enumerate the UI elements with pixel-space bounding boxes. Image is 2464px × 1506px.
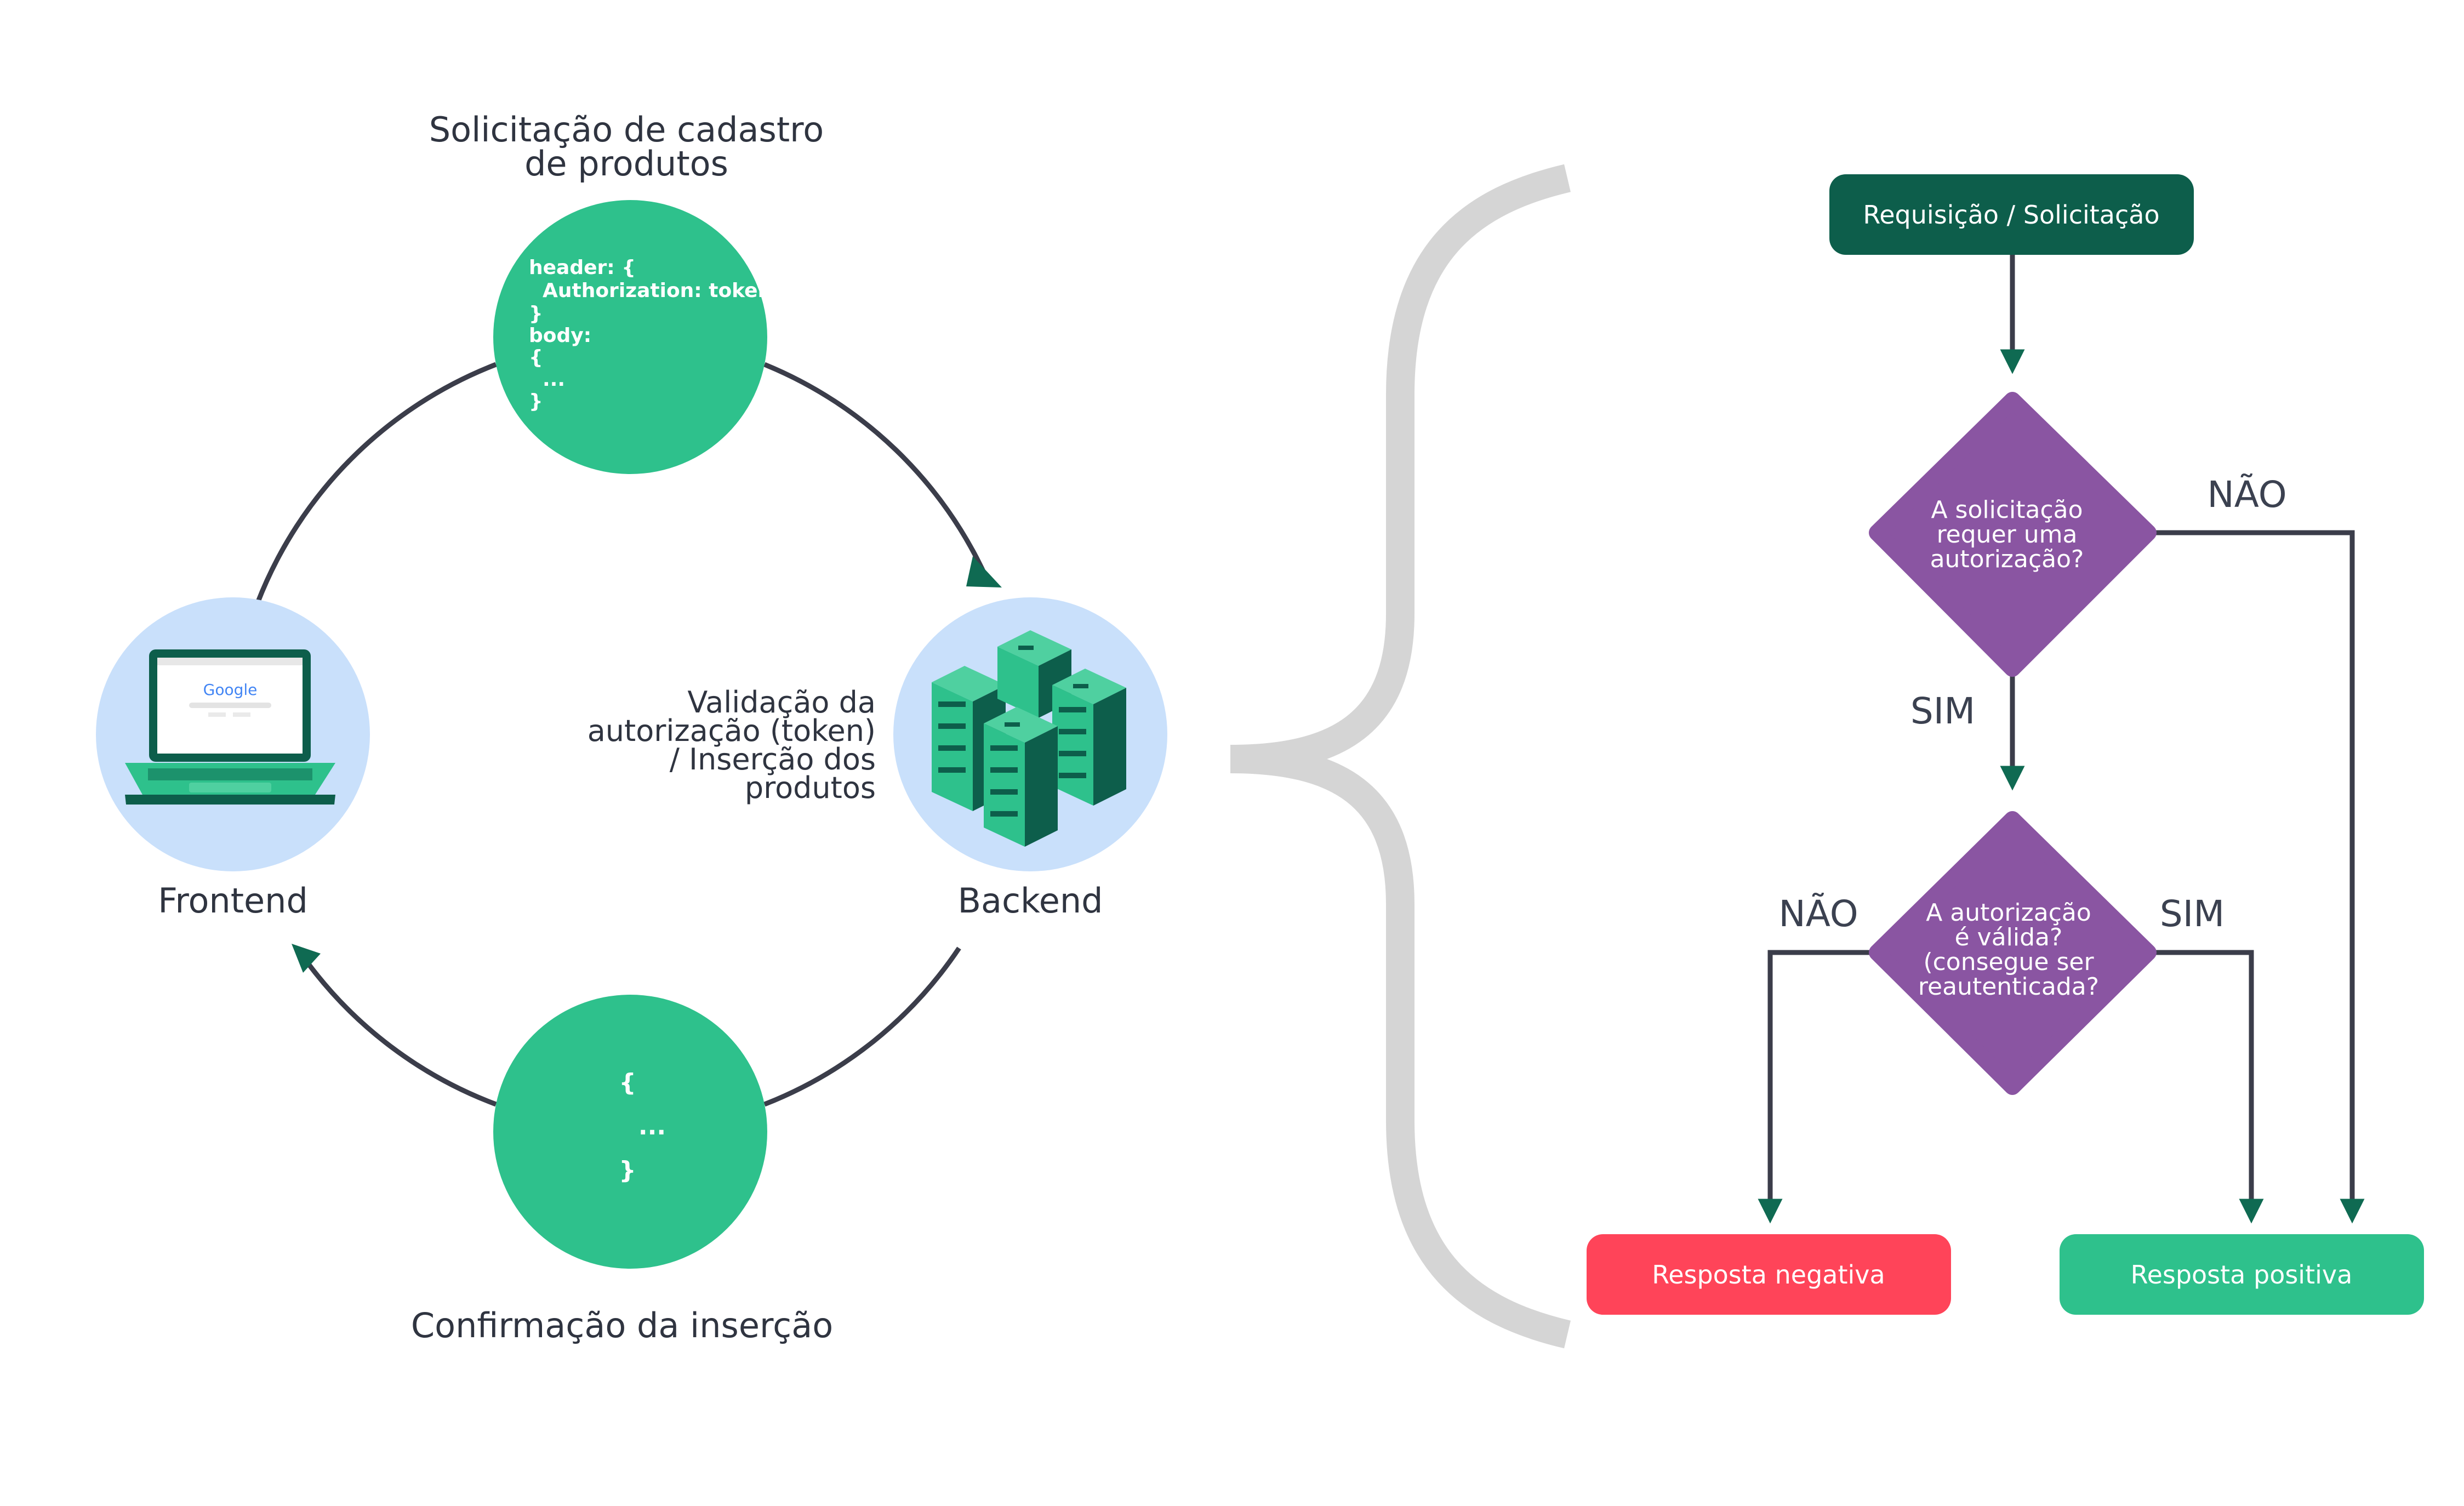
request-code-line: header: { [529,256,636,279]
request-title-line1: Solicitação de cadastro [429,110,824,150]
arc-backend-to-response [763,946,961,1107]
request-code-line: ... [543,368,565,391]
response-label: Confirmação da inserção [411,1305,833,1345]
request-code-line: Authorization: token, [543,279,779,302]
decision2-text-line: (consegue ser [1923,948,2094,976]
server-rack-icon [932,630,1126,847]
request-title-line2: de produtos [524,144,728,184]
request-code-line: } [529,390,543,413]
negative-response-label: Resposta negativa [1652,1260,1885,1290]
request-payload-circle [493,200,767,474]
backend-desc-line: / Inserção dos [670,742,876,777]
browser-logo: Google [203,681,258,699]
decision1-no-label: NÃO [2207,474,2286,516]
request-code-line: body: [529,324,591,347]
arrow-head-frontend [292,944,321,973]
decision1-text-line: autorização? [1930,545,2084,573]
laptop-icon: Google [125,649,335,805]
negative-response-node [1587,1234,1951,1315]
response-payload-circle [493,995,767,1269]
decision1-text-line: A solicitação [1931,496,2083,524]
decision1-text-line: requer uma [1937,521,2078,549]
backend-label: Backend [957,881,1103,921]
decision2-text-line: reautenticada? [1918,973,2099,1001]
request-code-line: { [529,346,543,369]
backend-desc-line: Validação da [687,685,876,720]
response-code-line: { [619,1069,636,1097]
decision1-yes-label: SIM [1910,690,1975,732]
connector-decision1-no [2148,530,2365,1224]
decision2-text-line: é válida? [1955,923,2063,951]
backend-desc-line: produtos [745,771,876,805]
arc-frontend-to-request [255,362,497,604]
arc-response-to-frontend [305,960,497,1107]
positive-response-node [2060,1234,2424,1315]
decision2-no-label: NÃO [1778,893,1858,935]
connector-decision2-yes [2148,950,2264,1224]
decision-requires-auth [1869,392,2157,677]
arc-request-to-backend [763,362,989,579]
authorization-flowchart: Requisição / Solicitação A solicitação r… [1587,174,2424,1315]
decision2-text-line: A autorização [1926,899,2091,927]
response-code-line: ... [638,1113,666,1140]
positive-response-label: Resposta positiva [2131,1260,2353,1290]
curly-brace [1230,164,1571,1349]
frontend-label: Frontend [158,881,308,921]
start-node-label: Requisição / Solicitação [1863,200,2159,230]
cycle-diagram: Solicitação de cadastro de produtos head… [96,110,1167,1345]
start-node [1829,174,2194,255]
decision2-yes-label: SIM [2160,893,2225,935]
arrow-head-backend [966,556,1002,587]
decision-auth-valid [1869,811,2157,1095]
response-code-line: } [619,1156,636,1184]
request-code: header: { Authorization: token, } body: … [529,256,779,413]
backend-desc-line: autorização (token) [588,714,876,748]
request-code-line: } [529,303,543,325]
connector-decision2-no [1758,950,1880,1224]
